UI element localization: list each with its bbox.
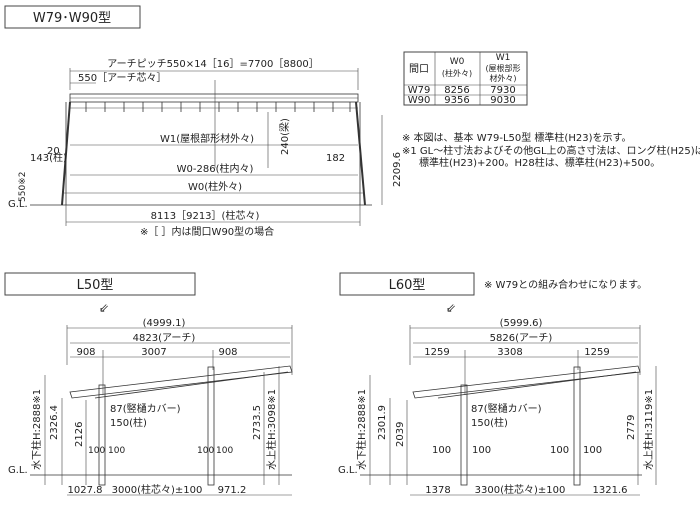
note-3: 標準柱(H23)+200。H28柱は、標準柱(H23)+500。 [419,156,660,169]
l50-h-2326: 2326.4 [49,405,60,440]
note-w90: ※［ ］内は間口W90型の場合 [140,225,274,238]
label-240: 240(梁) [278,118,291,155]
rafter-ticks [85,102,351,112]
table-cell: 9356 [444,95,469,106]
label-2209-6: 2209.6 [392,152,403,187]
l50-100-2: 100 [108,446,125,456]
label-182: 182 [326,153,345,164]
l50-gl: G.L. [8,465,28,476]
l50-h-2733: 2733.5 [252,405,263,440]
l60-arch: 5826(アーチ) [490,332,553,344]
l60-post: 150(柱) [471,416,508,429]
l50-roof [69,365,293,399]
label-w1: W1(屋根部形材外々) [160,132,254,145]
l50-cant-left: 908 [76,347,95,358]
l60-total-width: (5999.6) [500,318,543,329]
l60-100-3: 100 [550,445,569,456]
title-l50: L50型 [77,278,114,293]
label-w0-inner: W0-286(柱内々) [177,162,254,175]
l50-post: 150(柱) [110,416,147,429]
l60-roof [412,365,641,399]
table-cell: 7930 [490,85,515,96]
l60-h-high: 水上柱H:3119※1 [642,389,655,470]
l50-mid: 3007 [141,347,166,358]
l50-100-3: 100 [197,446,214,456]
l50-h-2126: 2126 [74,422,85,447]
l50-base-mid: 3000(柱芯々)±100 [112,483,203,496]
l60-base-left: 1378 [425,485,450,496]
l60-gutter: 87(竪樋カバー) [471,402,542,415]
table-header-w1-sub1: (屋根部形 [485,63,520,73]
l50-h-low: 水下柱H:2888※1 [30,389,43,470]
l60-post-right [573,366,581,486]
label-550: 550※2 [18,172,28,202]
l60-h-2039: 2039 [395,422,406,447]
l50-cant-right: 908 [218,347,237,358]
l50-post-left [98,384,106,486]
title-box-l60 [339,272,475,296]
post-right [355,101,366,206]
l60-h-low: 水下柱H:2888※1 [355,389,368,470]
l50-base-left: 1027.8 [68,485,103,496]
l60-view-mark: ⇙ [446,301,456,315]
label-143: 143(柱) [30,151,67,164]
table-header-w1-sub2: 材外々) [489,73,516,83]
table-header-w1: W1 [496,53,511,63]
title-box-l50 [4,272,196,296]
note-l60: ※ W79との組み合わせになります。 [484,278,647,291]
l60-100-1: 100 [432,445,451,456]
l60-h-2301: 2301.9 [377,405,388,440]
label-arch-pitch: アーチピッチ550×14［16］=7700［8800］ [107,58,319,70]
l60-100-2: 100 [472,445,491,456]
l50-100-1: 100 [88,446,105,456]
l50-arch: 4823(アーチ) [133,332,196,344]
table-header-opening: 間口 [409,63,429,75]
l60-base-mid: 3300(柱芯々)±100 [475,483,566,496]
l60-cant-left: 1259 [424,347,449,358]
table-cell: 9030 [490,95,515,106]
l60-h-2779: 2779 [626,415,637,440]
title-l60: L60型 [389,278,426,293]
title-w79-w90: W79･W90型 [33,11,111,26]
l60-post-left [460,384,468,486]
label-8113: 8113［9213］(柱芯々) [151,209,260,222]
label-gl-top: G.L. [8,199,28,210]
note-1: ※ 本図は、基本 W79-L50型 標準柱(H23)を示す。 [402,131,631,144]
l60-gl: G.L. [338,465,358,476]
label-w0: W0(柱外々) [188,180,242,193]
note-2: ※1 GL～柱寸法およびその他GL上の高さ寸法は、ロング柱(H25)は [402,144,700,157]
title-box-w79-w90 [4,5,141,29]
table-cell: W90 [408,95,431,106]
label-20: 20 [47,146,60,157]
l50-h-high: 水上柱H:3098※1 [265,389,278,470]
l50-total-width: (4999.1) [143,318,186,329]
l50-gutter: 87(竪樋カバー) [110,402,181,415]
label-arch-core: 550［アーチ芯々］ [78,71,167,84]
l60-mid: 3308 [497,347,522,358]
table-header-w0: W0 [450,57,465,67]
l50-100-4: 100 [216,446,233,456]
l60-cant-right: 1259 [584,347,609,358]
l50-view-mark: ⇙ [99,301,109,315]
l60-base-right: 1321.6 [593,485,628,496]
table-header-w0-sub: (柱外々) [442,68,472,78]
size-table: 間口 W0 (柱外々) W1 (屋根部形 材外々) W79 8256 7930 … [403,51,528,106]
table-cell: 8256 [444,85,469,96]
l60-100-4: 100 [583,445,602,456]
l50-base-right: 971.2 [218,485,247,496]
table-cell: W79 [408,85,431,96]
l50-post-right [207,366,215,486]
